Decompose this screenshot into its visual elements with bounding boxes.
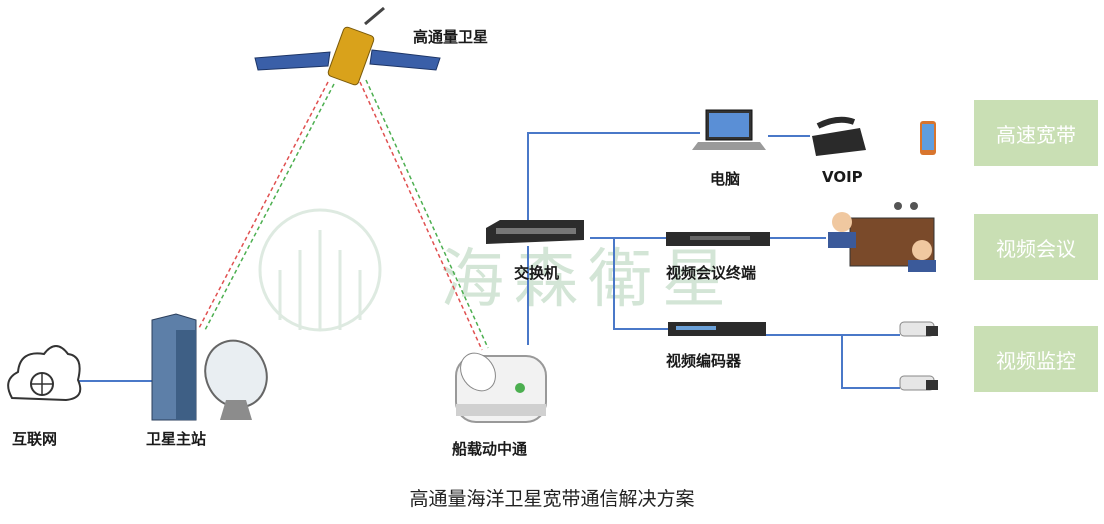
- voip-phone-icon: [812, 116, 866, 156]
- ground-station-label: 卫星主站: [146, 430, 207, 448]
- video-conference-scene-icon: [828, 202, 936, 272]
- diagram-caption: 高通量海洋卫星宽带通信解决方案: [409, 488, 695, 510]
- ground-station-icon: [151, 313, 268, 421]
- satellite-beams: [197, 79, 489, 351]
- video-terminal-label: 视频会议终端: [666, 264, 757, 282]
- voip-label: VOIP: [822, 168, 863, 186]
- switch-icon: [486, 220, 584, 244]
- security-camera-icon: [899, 375, 938, 391]
- internet-label: 互联网: [12, 430, 58, 448]
- watermark-tree-icon: [258, 208, 382, 332]
- satellite-icon: [254, 6, 441, 86]
- internet-cloud-icon: [7, 345, 82, 402]
- service-broadband: 高速宽带: [974, 100, 1098, 166]
- service-video-conference: 视频会议: [974, 214, 1098, 280]
- laptop-icon: [692, 109, 766, 150]
- network-links: [76, 132, 900, 389]
- service-video-surveillance: 视频监控: [974, 326, 1098, 392]
- encoder-label: 视频编码器: [666, 352, 742, 370]
- vsat-terminal-icon: [455, 352, 547, 423]
- security-camera-icon: [899, 321, 938, 337]
- video-encoder-icon: [668, 322, 766, 336]
- smartphone-icon: [920, 121, 936, 155]
- satellite-label: 高通量卫星: [413, 28, 489, 46]
- vsat-label: 船载动中通: [452, 440, 528, 458]
- pc-label: 电脑: [710, 170, 741, 188]
- watermark: 海森衛星: [440, 243, 736, 317]
- switch-label: 交换机: [514, 264, 560, 282]
- video-terminal-icon: [666, 232, 770, 246]
